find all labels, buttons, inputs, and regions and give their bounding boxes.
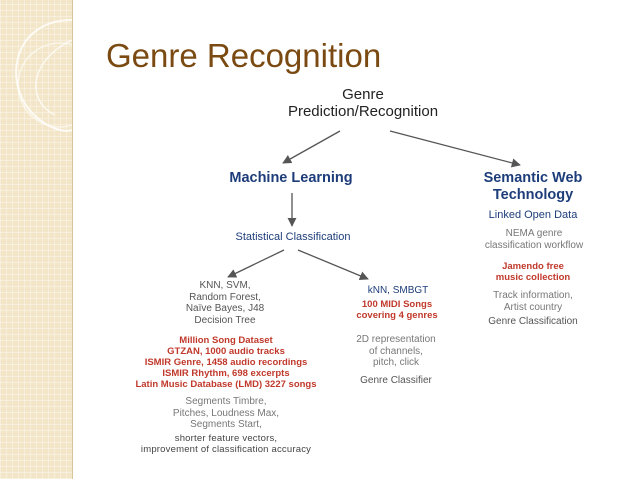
representation-line: 2D representation [356, 334, 436, 345]
arrow-to-left-branch [227, 249, 285, 278]
right-branch-datasets: 100 MIDI Songs covering 4 genres [322, 299, 472, 322]
method-line: Random Forest, [189, 291, 261, 303]
decorative-sidebar [0, 0, 72, 479]
machine-learning-node: Machine Learning [229, 170, 353, 186]
jamendo-collection: Jamendo free music collection [468, 261, 598, 284]
right-branch-representation: 2D representation of channels, pitch, cl… [318, 334, 474, 369]
note-line: shorter feature vectors, [174, 433, 278, 444]
feature-line: Segments Timbre, [185, 396, 267, 407]
representation-line: pitch, click [372, 357, 420, 368]
left-branch-datasets: Million Song Dataset GTZAN, 1000 audio t… [110, 335, 342, 391]
semantic-web-line: Technology [492, 186, 574, 203]
track-line: Track information, [493, 290, 573, 301]
representation-line: of channels, [369, 345, 423, 357]
left-branch-methods: KNN, SVM, Random Forest, Naïve Bayes, J4… [150, 280, 300, 326]
root-node: Genre Prediction/Recognition [260, 86, 466, 121]
dataset-line: GTZAN, 1000 audio tracks [167, 345, 285, 357]
midi-line: covering 4 genres [356, 309, 438, 321]
track-information: Track information, Artist country [458, 290, 608, 313]
method-line: KNN, SVM, [199, 280, 251, 291]
midi-line: 100 MIDI Songs [361, 299, 433, 310]
note-line: improvement of classification accuracy [140, 443, 312, 455]
root-line: Genre [342, 86, 384, 103]
genre-classification: Genre Classification [488, 316, 578, 327]
nema-workflow: NEMA genre classification workflow [454, 228, 614, 251]
jamendo-line: Jamendo free [502, 261, 564, 272]
dataset-line: ISMIR Rhythm, 698 excerpts [162, 367, 290, 379]
root-line: Prediction/Recognition [287, 103, 439, 121]
jamendo-line: music collection [495, 271, 571, 283]
nema-line: classification workflow [484, 239, 584, 251]
dataset-line: Million Song Dataset [179, 335, 273, 346]
semantic-web-line: Semantic Web [483, 170, 583, 186]
arrow-to-machine-learning [282, 130, 341, 164]
feature-line: Pitches, Loudness Max, [172, 407, 280, 419]
feature-line: Segments Start, [190, 419, 262, 430]
nema-line: NEMA genre [505, 228, 563, 239]
right-branch-methods: kNN, SMBGT [367, 285, 429, 296]
method-line: Decision Tree [194, 314, 256, 326]
decorative-swirl [15, 19, 72, 132]
left-branch-notes: shorter feature vectors, improvement of … [104, 433, 348, 456]
dataset-line: Latin Music Database (LMD) 3227 songs [135, 378, 317, 390]
arrow-to-semantic-web [389, 130, 521, 168]
dataset-line: ISMIR Genre, 1458 audio recordings [144, 356, 308, 368]
linked-open-data: Linked Open Data [488, 209, 578, 221]
arrow-to-right-branch [297, 249, 369, 281]
slide-title: Genre Recognition [106, 37, 382, 74]
semantic-web-node: Semantic Web Technology [464, 170, 602, 203]
genre-classifier: Genre Classifier [360, 375, 432, 386]
sidebar-divider [72, 0, 73, 479]
statistical-classification-node: Statistical Classification [235, 231, 351, 243]
left-branch-features: Segments Timbre, Pitches, Loudness Max, … [130, 396, 322, 431]
track-line: Artist country [503, 301, 563, 313]
method-line: Naïve Bayes, J48 [185, 303, 265, 314]
